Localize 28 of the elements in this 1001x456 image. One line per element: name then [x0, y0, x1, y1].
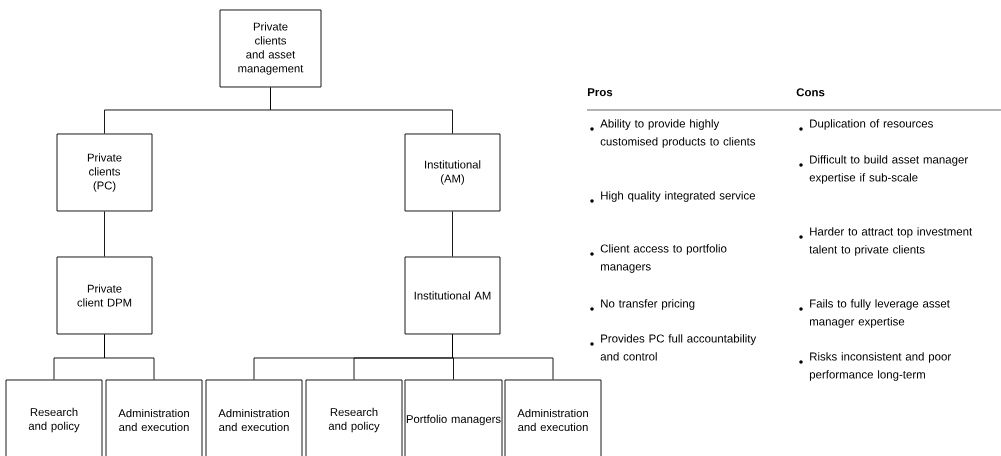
bullet-text: Ability to provide highly customised products to clients: [600, 119, 756, 148]
connector-line: [452, 334, 554, 380]
org-box: Portfolio managers: [404, 379, 503, 456]
bullet-text: Client access to portfolio managers: [600, 244, 727, 273]
bullet-text: Provides PC full accountability and control: [600, 334, 757, 361]
bullet-text: Harder to attract top investment talent to private clients: [809, 227, 973, 256]
column-header: Pros: [587, 88, 613, 97]
org-box: Private clients (PC): [56, 133, 153, 212]
bullet-text: Fails to fully leverage asset manager expertise: [809, 299, 950, 328]
org-box: Institutional AM: [404, 256, 501, 335]
org-box: Institutional (AM): [404, 133, 501, 212]
org-box: Administration and execution: [205, 379, 303, 456]
bullet-text: No transfer pricing: [601, 299, 695, 310]
org-box: Administration and execution: [105, 379, 203, 456]
bullet-text: Difficult to build asset manager expertise if sub-scale: [809, 155, 968, 184]
column-header: Cons: [796, 88, 825, 97]
org-box: Private clients and asset management: [219, 9, 322, 88]
org-box: Research and policy: [305, 379, 403, 456]
org-box: Administration and execution: [504, 379, 602, 456]
bullet-text: Duplication of resources: [810, 119, 933, 130]
org-box: Research and policy: [5, 379, 103, 456]
bullet-text: High quality integrated service: [601, 191, 756, 202]
connector-line: [452, 211, 453, 257]
connector-line: [104, 211, 105, 257]
org-box: Private client DPM: [56, 256, 153, 335]
bullet-text: Risks inconsistent and poor performance long-term: [809, 352, 951, 381]
connector-line: [104, 334, 155, 380]
connector-line: [270, 87, 453, 134]
